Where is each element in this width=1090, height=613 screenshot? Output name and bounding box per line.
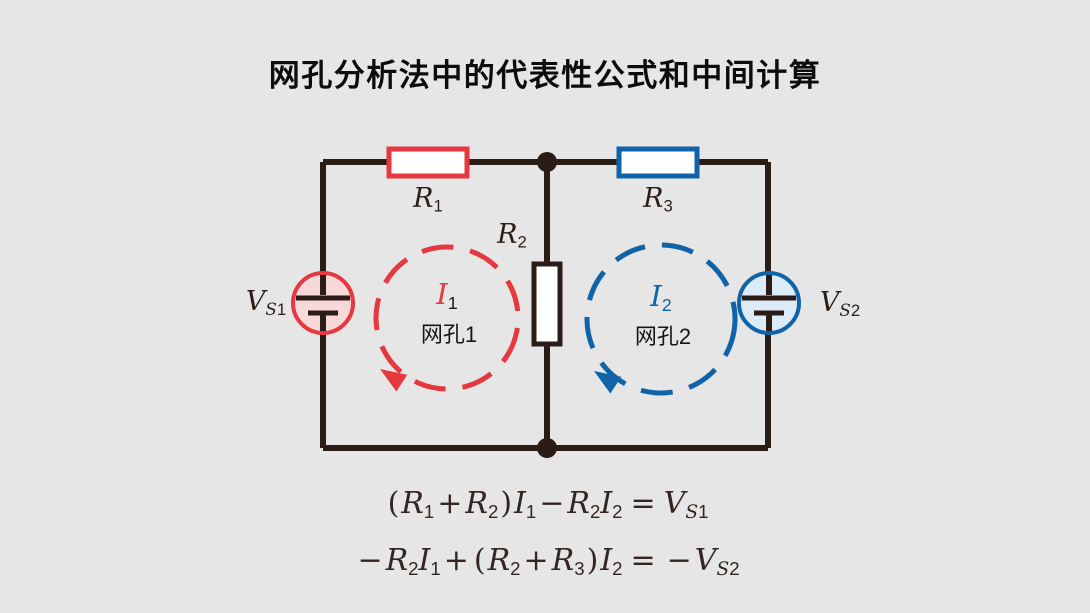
mesh2-current-loop bbox=[584, 242, 738, 396]
resistor-r2 bbox=[531, 261, 563, 347]
equation-2: −R2I1+(R2+R3)I2=−VS2 bbox=[357, 543, 740, 581]
r1-label: R1 bbox=[413, 183, 443, 216]
equation-1: (R1+R2)I1−R2I2=VS1 bbox=[387, 486, 709, 524]
mesh-equations: (R1+R2)I1−R2I2=VS1 −R2I1+(R2+R3)I2=−VS2 bbox=[354, 486, 739, 579]
mesh1-name-label: 网孔1 bbox=[420, 322, 478, 347]
junction-dot-bottom bbox=[537, 438, 557, 458]
r2-label: R2 bbox=[497, 219, 527, 252]
vs2-label: VS2 bbox=[819, 287, 861, 320]
mesh1-arrowhead-icon bbox=[380, 369, 408, 392]
page-title: 网孔分析法中的代表性公式和中间计算 bbox=[268, 58, 822, 93]
mesh2-arrowhead-icon bbox=[594, 371, 622, 394]
junction-dot-top bbox=[537, 152, 557, 172]
mesh2-name-label: 网孔2 bbox=[634, 324, 692, 349]
mesh2-current-label: I2 bbox=[650, 279, 672, 316]
mesh1-current-label: I1 bbox=[436, 277, 458, 314]
resistor-r3 bbox=[616, 146, 700, 179]
voltage-source-vs1 bbox=[291, 271, 355, 335]
r3-label: R3 bbox=[643, 183, 673, 216]
voltage-source-vs2 bbox=[737, 271, 801, 335]
vs1-label: VS1 bbox=[245, 286, 287, 319]
resistor-r1 bbox=[386, 146, 470, 179]
mesh1-current-loop bbox=[373, 244, 521, 392]
